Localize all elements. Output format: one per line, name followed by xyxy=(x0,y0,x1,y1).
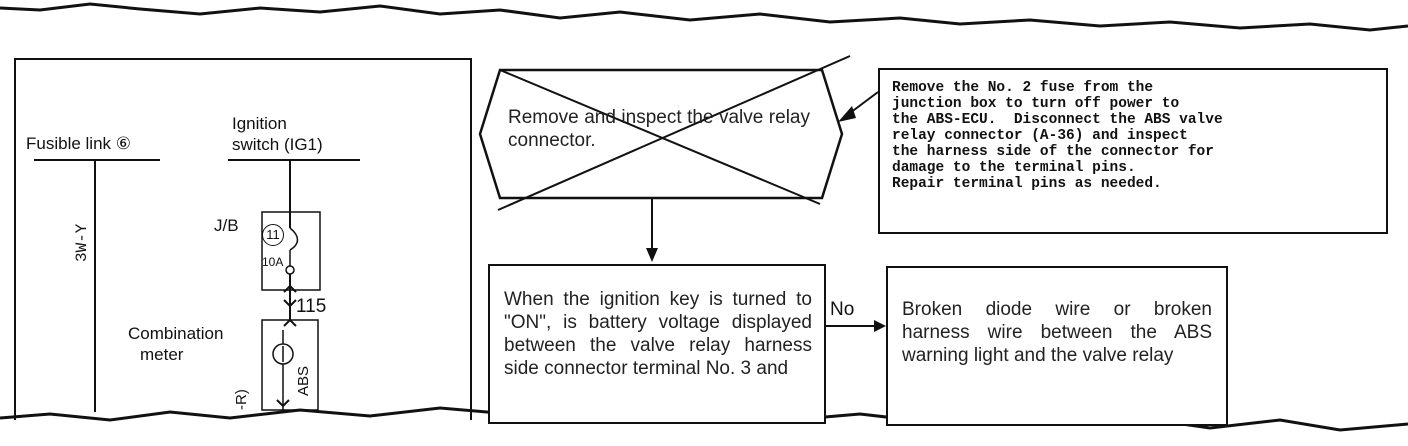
fuse-rating-label: 10A xyxy=(262,255,284,269)
top-torn-edge xyxy=(0,2,1408,32)
combination-meter-label-line2: meter xyxy=(140,345,184,364)
result-text: Broken diode wire or broken harness wire… xyxy=(902,299,1212,366)
ignition-switch-label-line1: Ignition xyxy=(232,114,287,133)
result-box: Broken diode wire or broken harness wire… xyxy=(886,266,1228,426)
question-box: When the ignition key is turned to "ON",… xyxy=(488,264,826,424)
fuse-number-label: 11 xyxy=(262,224,284,246)
junction-block-label: J/B xyxy=(214,216,239,235)
terminal-number-label: 115 xyxy=(296,296,327,317)
combination-meter-label-line1: Combination xyxy=(128,324,224,343)
fusible-link-label: Fusible link ⑥ xyxy=(26,134,131,153)
crossed-step-shape xyxy=(478,68,844,200)
repair-note-box: Remove the No. 2 fuse from the junction … xyxy=(878,68,1388,234)
question-text: When the ignition key is turned to "ON",… xyxy=(504,289,812,379)
ignition-switch-label-line2: switch (IG1) xyxy=(232,135,323,154)
crossed-step-text: Remove and inspect the valve relay conne… xyxy=(508,107,810,151)
wiring-diagram-panel xyxy=(14,58,472,420)
no-branch-label: No xyxy=(830,299,855,320)
